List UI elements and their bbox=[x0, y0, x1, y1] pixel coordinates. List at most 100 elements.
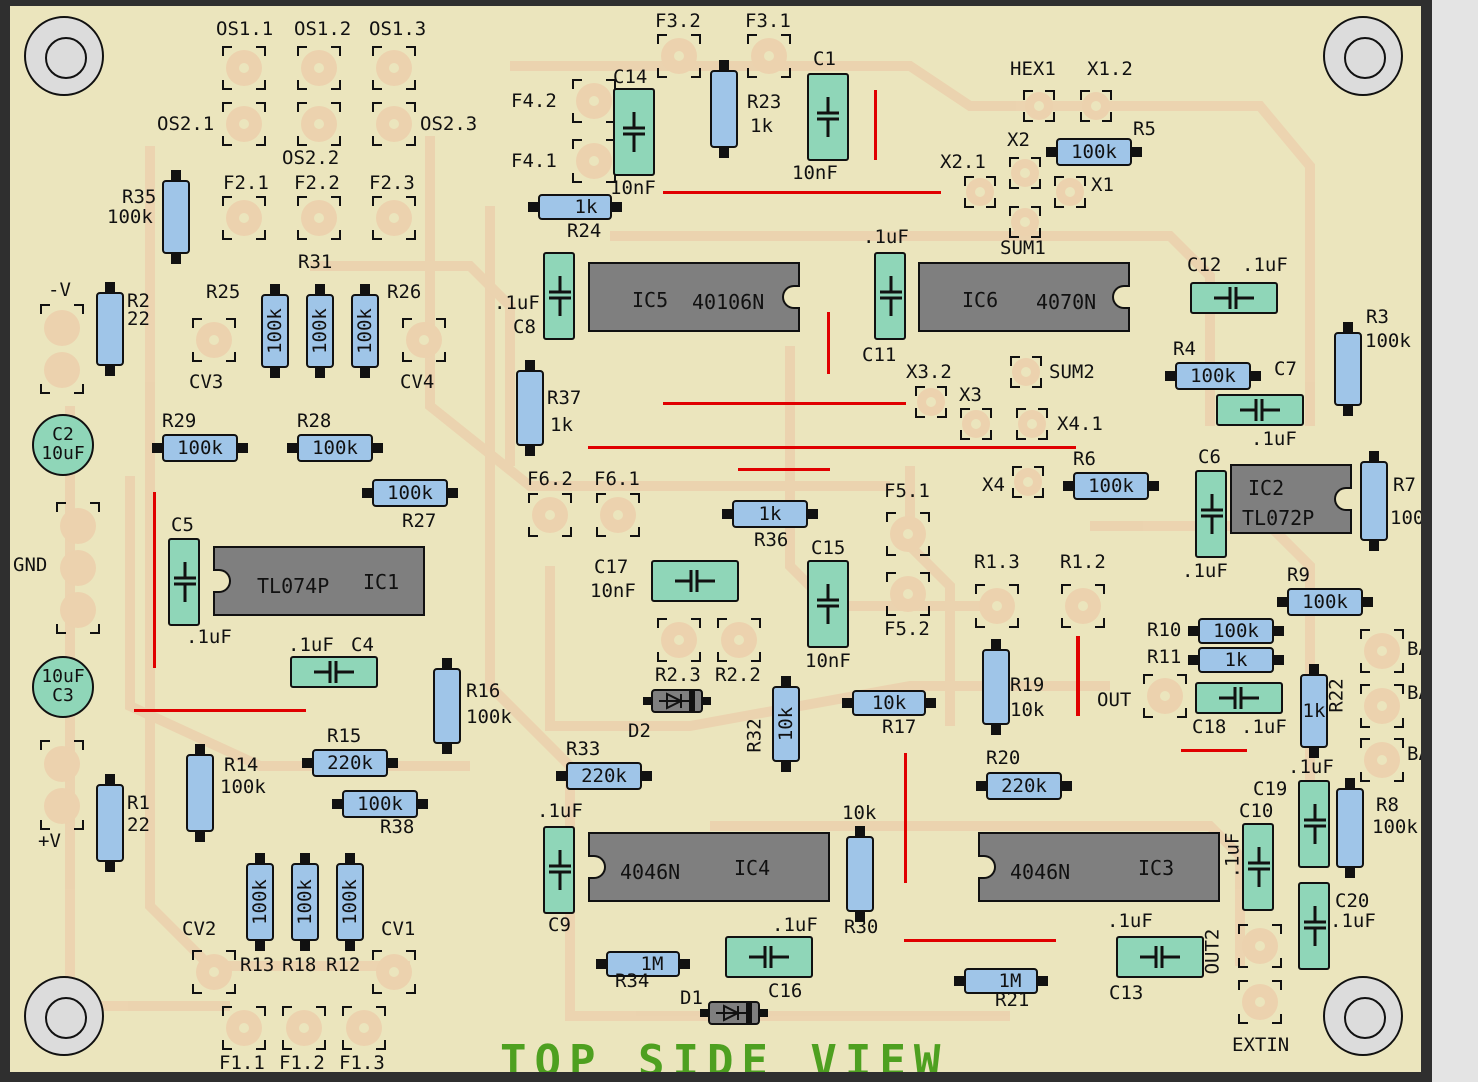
pad-minus-v[interactable] bbox=[40, 304, 84, 394]
pad-bal1[interactable] bbox=[1360, 629, 1404, 673]
resistor-r35[interactable] bbox=[162, 170, 190, 264]
resistor-r34[interactable]: 1M bbox=[596, 951, 690, 977]
resistor-r31[interactable]: 100k bbox=[306, 284, 334, 378]
pad-f6-1[interactable] bbox=[596, 493, 640, 537]
resistor-r6[interactable]: 100k bbox=[1063, 472, 1159, 500]
capacitor-c1[interactable] bbox=[807, 73, 849, 161]
resistor-r26[interactable]: 100k bbox=[351, 284, 379, 378]
resistor-r33[interactable]: 220k bbox=[556, 762, 652, 790]
pad-x1[interactable] bbox=[1054, 176, 1086, 208]
resistor-r14[interactable] bbox=[186, 744, 214, 842]
capacitor-c17[interactable] bbox=[651, 560, 739, 602]
ic-ic2[interactable]: IC2 TL072P bbox=[1230, 464, 1352, 534]
capacitor-c2[interactable]: C2 10uF bbox=[32, 414, 94, 476]
resistor-r11[interactable]: 1k bbox=[1188, 647, 1284, 673]
resistor-r32[interactable]: 10k bbox=[772, 676, 800, 772]
resistor-r19[interactable] bbox=[982, 639, 1010, 735]
capacitor-c13[interactable] bbox=[1116, 936, 1204, 978]
capacitor-c16[interactable] bbox=[725, 936, 813, 978]
capacitor-c3[interactable]: 10uF C3 bbox=[32, 656, 94, 718]
pad-gnd[interactable] bbox=[56, 502, 100, 634]
pad-out2[interactable] bbox=[1238, 924, 1282, 968]
pad-hex1[interactable] bbox=[1023, 90, 1055, 122]
ic-ic1[interactable]: TL074P IC1 bbox=[213, 546, 425, 616]
pad-f1-2[interactable] bbox=[282, 1006, 326, 1050]
pad-f3-1[interactable] bbox=[747, 34, 791, 78]
resistor-r24[interactable]: 1k bbox=[528, 194, 622, 220]
resistor-r3[interactable] bbox=[1334, 322, 1362, 416]
pad-x2-1[interactable] bbox=[964, 176, 996, 208]
pad-cv3[interactable] bbox=[192, 318, 236, 362]
resistor-r2[interactable] bbox=[96, 282, 124, 376]
resistor-r20[interactable]: 220k bbox=[976, 772, 1072, 800]
pad-sum2[interactable] bbox=[1010, 356, 1042, 388]
pad-r1-2[interactable] bbox=[1061, 584, 1105, 628]
ic-ic6[interactable]: IC6 4070N bbox=[918, 262, 1130, 332]
resistor-r38[interactable]: 100k bbox=[332, 790, 428, 818]
pad-r2-2[interactable] bbox=[717, 618, 761, 662]
pad-r1-3[interactable] bbox=[975, 584, 1019, 628]
pad-f3-2[interactable] bbox=[657, 34, 701, 78]
pad-f6-2[interactable] bbox=[528, 493, 572, 537]
resistor-r7[interactable] bbox=[1360, 451, 1388, 551]
capacitor-c19[interactable] bbox=[1298, 780, 1330, 868]
pad-out[interactable] bbox=[1143, 674, 1187, 718]
capacitor-c6[interactable] bbox=[1195, 470, 1227, 558]
resistor-r8[interactable] bbox=[1336, 778, 1364, 878]
pad-f1-1[interactable] bbox=[222, 1006, 266, 1050]
pad-os2-1[interactable] bbox=[222, 102, 266, 146]
capacitor-c20[interactable] bbox=[1298, 882, 1330, 970]
pad-x2[interactable] bbox=[1009, 157, 1041, 189]
resistor-r30[interactable] bbox=[846, 826, 874, 922]
diode-d2[interactable] bbox=[643, 689, 711, 713]
pad-bal3[interactable] bbox=[1360, 738, 1404, 782]
capacitor-c11[interactable] bbox=[874, 252, 906, 340]
capacitor-c7[interactable] bbox=[1216, 394, 1304, 426]
pad-f2-2[interactable] bbox=[297, 196, 341, 240]
resistor-r10[interactable]: 100k bbox=[1188, 618, 1284, 644]
pad-os1-2[interactable] bbox=[297, 46, 341, 90]
resistor-r1[interactable] bbox=[96, 774, 124, 872]
resistor-r36[interactable]: 1k bbox=[722, 500, 818, 528]
capacitor-c14[interactable] bbox=[613, 88, 655, 176]
diode-d1[interactable] bbox=[700, 1001, 768, 1025]
resistor-r18[interactable]: 100k bbox=[291, 853, 319, 951]
pad-f1-3[interactable] bbox=[342, 1006, 386, 1050]
pad-x3-2[interactable] bbox=[915, 386, 947, 418]
capacitor-c12[interactable] bbox=[1190, 282, 1278, 314]
resistor-r9[interactable]: 100k bbox=[1277, 588, 1373, 616]
resistor-r12[interactable]: 100k bbox=[336, 853, 364, 951]
pad-os1-3[interactable] bbox=[372, 46, 416, 90]
resistor-r29[interactable]: 100k bbox=[152, 434, 248, 462]
resistor-r37[interactable] bbox=[516, 360, 544, 456]
resistor-r13[interactable]: 100k bbox=[246, 853, 274, 951]
pad-x4-1[interactable] bbox=[1016, 408, 1048, 440]
pad-cv2[interactable] bbox=[192, 950, 236, 994]
capacitor-c5[interactable] bbox=[168, 538, 200, 626]
pad-os2-3[interactable] bbox=[372, 102, 416, 146]
resistor-r27[interactable]: 100k bbox=[362, 479, 458, 507]
resistor-r4[interactable]: 100k bbox=[1165, 362, 1261, 390]
resistor-r23[interactable] bbox=[710, 60, 738, 158]
pad-os1-1[interactable] bbox=[222, 46, 266, 90]
capacitor-c10[interactable] bbox=[1242, 823, 1274, 911]
capacitor-c8[interactable] bbox=[543, 252, 575, 340]
ic-ic3[interactable]: 4046N IC3 bbox=[978, 832, 1220, 902]
resistor-r5[interactable]: 100k bbox=[1046, 138, 1142, 166]
pad-f5-2[interactable] bbox=[886, 572, 930, 616]
pad-plus-v[interactable] bbox=[40, 740, 84, 830]
resistor-r28[interactable]: 100k bbox=[287, 434, 383, 462]
capacitor-c15[interactable] bbox=[807, 560, 849, 648]
pad-f2-1[interactable] bbox=[222, 196, 266, 240]
pad-x3[interactable] bbox=[960, 408, 992, 440]
pad-f2-3[interactable] bbox=[372, 196, 416, 240]
pad-os2-2[interactable] bbox=[297, 102, 341, 146]
resistor-r25[interactable]: 100k bbox=[261, 284, 289, 378]
resistor-r17[interactable]: 10k bbox=[842, 690, 936, 716]
capacitor-c9[interactable] bbox=[543, 826, 575, 914]
pad-x4[interactable] bbox=[1012, 466, 1044, 498]
pad-x1-2[interactable] bbox=[1080, 90, 1112, 122]
pad-cv4[interactable] bbox=[402, 318, 446, 362]
resistor-r16[interactable] bbox=[433, 658, 461, 754]
capacitor-c4[interactable] bbox=[290, 656, 378, 688]
